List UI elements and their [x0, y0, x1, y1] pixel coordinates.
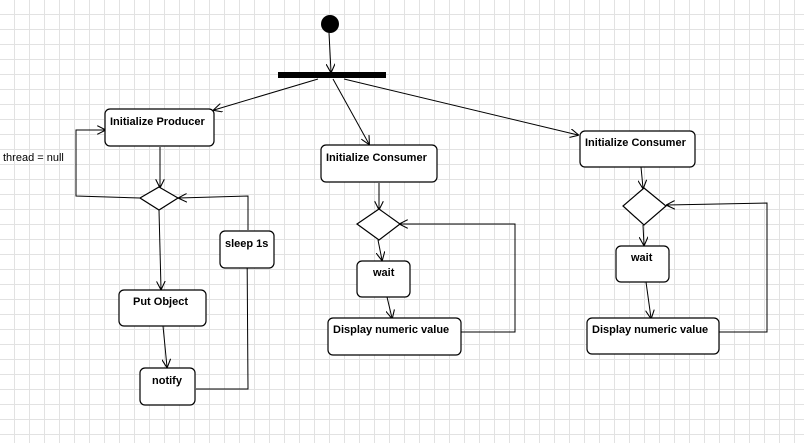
- decision-node-consumer-1[interactable]: [355, 208, 402, 241]
- node-label: wait: [630, 252, 653, 264]
- edge-display1-loop: [400, 224, 516, 333]
- edge-label-thread-null: thread = null: [3, 152, 64, 164]
- edge-decision-loop-producer: [75, 130, 141, 199]
- edge-sleep-to-decision: [179, 196, 249, 230]
- initial-node[interactable]: [321, 15, 339, 33]
- node-put-object[interactable]: Put Object: [118, 289, 207, 327]
- node-label: Display numeric value: [592, 324, 708, 336]
- node-label: Display numeric value: [333, 324, 449, 336]
- node-display-numeric-value-1[interactable]: Display numeric value: [327, 317, 462, 356]
- edge-fork-to-consumer-1: [332, 78, 369, 144]
- edge-fork-to-producer: [214, 78, 319, 110]
- edge-put-to-notify: [163, 325, 167, 367]
- edge-wait2-to-display: [646, 281, 651, 318]
- edge-consumer2-to-decision: [641, 166, 643, 188]
- node-label: Initialize Consumer: [585, 137, 687, 149]
- node-label: notify: [152, 375, 183, 387]
- node-initialize-consumer-1[interactable]: Initialize Consumer: [320, 144, 438, 183]
- node-label: sleep 1s: [225, 238, 268, 250]
- node-display-numeric-value-2[interactable]: Display numeric value: [586, 317, 720, 355]
- edge-decision1-to-wait: [378, 239, 382, 260]
- edge-notify-to-sleep: [196, 241, 248, 390]
- node-sleep[interactable]: sleep 1s: [219, 230, 275, 269]
- node-initialize-consumer-2[interactable]: Initialize Consumer: [579, 130, 696, 168]
- edges: [75, 32, 768, 390]
- edge-fork-to-consumer-2: [343, 78, 578, 135]
- node-initialize-producer[interactable]: Initialize Producer: [104, 108, 215, 147]
- decision-node-consumer-2[interactable]: [622, 187, 667, 226]
- edge-start-to-fork: [329, 32, 331, 72]
- fork-bar[interactable]: [278, 72, 386, 78]
- edge-decision2-to-wait: [643, 224, 644, 245]
- node-wait-1[interactable]: wait: [356, 260, 411, 298]
- edge-display2-loop: [667, 203, 768, 333]
- node-label: wait: [372, 267, 395, 279]
- decision-node-producer[interactable]: [138, 186, 180, 211]
- node-label: Initialize Producer: [110, 116, 205, 128]
- edge-wait1-to-display: [387, 296, 392, 318]
- node-wait-2[interactable]: wait: [615, 245, 670, 283]
- edge-decision-to-put: [159, 209, 161, 289]
- node-label: Initialize Consumer: [326, 152, 428, 164]
- node-notify[interactable]: notify: [139, 367, 196, 406]
- node-label: Put Object: [133, 296, 188, 308]
